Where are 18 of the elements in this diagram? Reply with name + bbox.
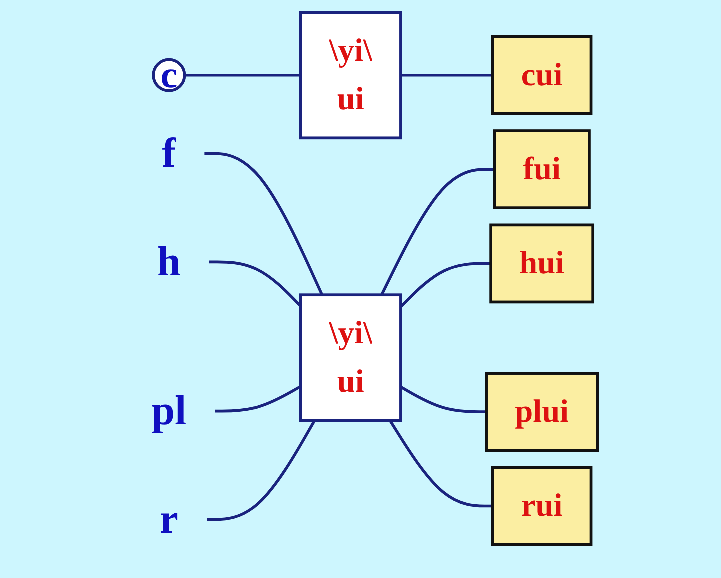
connector [401,74,493,77]
connector [400,386,487,414]
node-box: fui [493,130,592,210]
node-text: pl [152,388,187,434]
node-circle: c [152,58,186,92]
node-box: hui [490,224,595,304]
connector [207,420,316,522]
connector [204,152,324,296]
node-box: cui [492,35,593,116]
connector [380,168,495,296]
connector [389,420,493,508]
node-text: f [162,130,176,177]
node-box: rui [492,466,593,546]
connector [184,74,301,77]
node-box: plui [485,372,600,452]
connector [400,262,492,308]
node-text: h [158,238,181,285]
node-text: r [160,496,179,543]
